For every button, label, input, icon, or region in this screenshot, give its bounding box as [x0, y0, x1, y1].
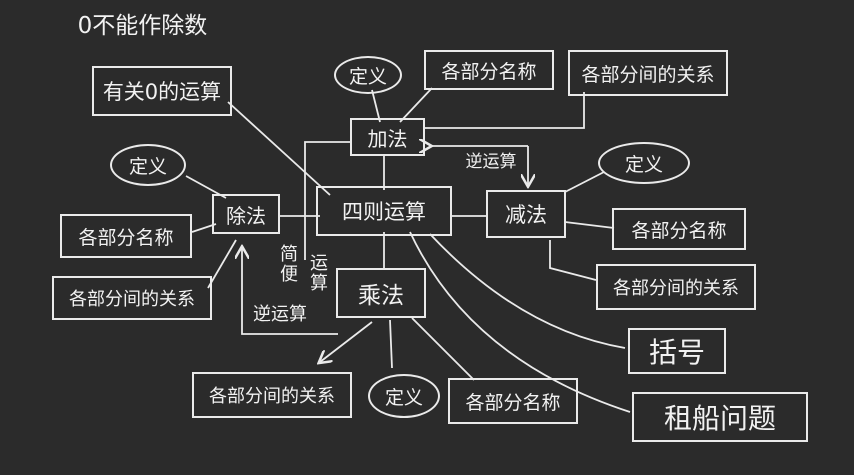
subtraction-definition-node: 定义 [598, 142, 690, 184]
division-node: 除法 [212, 194, 280, 234]
division-definition-node: 定义 [110, 144, 186, 186]
division-parts-names-node: 各部分名称 [60, 214, 192, 258]
multiplication-parts-names-node: 各部分名称 [448, 378, 578, 424]
addition-definition-node: 定义 [334, 56, 402, 94]
addition-parts-relation-node: 各部分间的关系 [568, 50, 728, 96]
multiplication-definition-node: 定义 [368, 374, 440, 418]
subtraction-parts-relation-node: 各部分间的关系 [596, 264, 756, 310]
addition-parts-names-node: 各部分名称 [424, 50, 554, 90]
inverse-operation-label-top: 逆运算 [465, 151, 517, 172]
parentheses-node: 括号 [628, 328, 726, 374]
simplified-calc-label-b: 运算 [307, 253, 328, 293]
node-zero-operations: 有关0的运算 [92, 66, 232, 116]
inverse-operation-label-bottom: 逆运算 [253, 304, 307, 325]
addition-node: 加法 [350, 118, 425, 156]
boat-rental-problem-node: 租船问题 [632, 392, 808, 442]
four-operations-center-node: 四则运算 [316, 186, 452, 236]
multiplication-node: 乘法 [336, 268, 426, 318]
subtraction-parts-names-node: 各部分名称 [612, 208, 746, 250]
note-zero-divisor: 0不能作除数 [77, 13, 208, 39]
simplified-calc-label-a: 简便 [277, 244, 298, 284]
multiplication-parts-relation-node: 各部分间的关系 [192, 372, 352, 418]
division-parts-relation-node: 各部分间的关系 [52, 276, 212, 320]
subtraction-node: 减法 [486, 190, 566, 238]
